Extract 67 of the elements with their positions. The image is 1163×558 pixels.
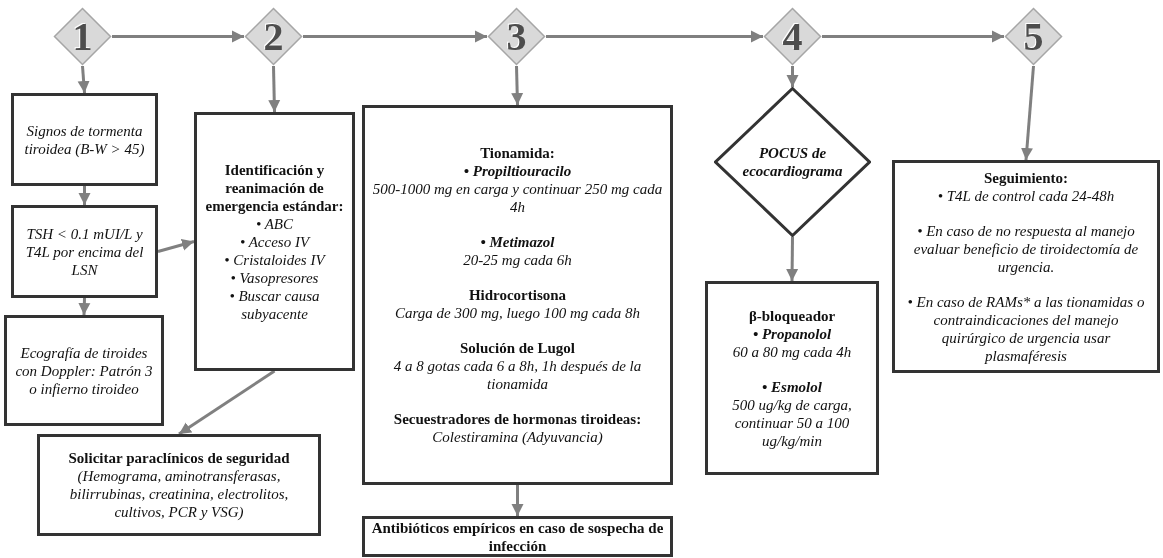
box-heading: Identificación y reanimación de emergencia estándar: <box>204 160 345 215</box>
process-box <box>11 205 158 298</box>
step-diamond <box>244 7 303 66</box>
process-box <box>194 112 355 371</box>
process-box <box>11 93 158 186</box>
process-box <box>37 434 321 536</box>
arrow <box>268 65 281 113</box>
box-text: • Metimazol <box>480 233 555 251</box>
box-text: TSH < 0.1 mUI/L y T4L por encima del LSN <box>24 224 145 279</box>
box-text: Secuestradores de hormonas tiroideas: <box>393 410 642 428</box>
box-text: • Esmolol <box>762 377 822 396</box>
arrow <box>303 30 487 43</box>
box-text: 500-1000 mg en carga y continuar 250 mg cada 4h <box>371 180 664 216</box>
box-text: 60 a 80 mg cada 4h <box>732 342 852 361</box>
box-text: • Vasopresores <box>230 268 319 287</box>
step-number: 3 <box>506 16 527 57</box>
arrow <box>511 65 524 106</box>
box-text: • Propiltiouracilo <box>463 162 572 180</box>
arrow <box>78 186 91 205</box>
step-number: 2 <box>263 16 284 57</box>
box-text: Ecografía de tiroides con Doppler: Patrón 3 o infierno tiroideo <box>14 343 154 398</box>
box-text: Signos de tormenta tiroidea (B-W > 45) <box>23 121 146 158</box>
arrow <box>77 65 90 94</box>
box-text: Hidrocortisona <box>468 286 567 304</box>
box-text: • T4L de control cada 24-48h <box>937 186 1115 205</box>
process-box <box>892 160 1160 373</box>
box-text: 500 ug/kg de carga, continuar 50 a 100 ug/kg/min <box>731 395 853 450</box>
box-heading: Seguimiento: <box>983 168 1069 187</box>
box-text: (Hemograma, aminotransferasas, bilirrubinas, creatinina, electrolitos, cultivos, PCR y VSG) <box>68 467 290 521</box>
box-text: Colestiramina (Adyuvancia) <box>432 428 603 446</box>
box-heading: β-bloqueador <box>748 306 836 325</box>
step-diamond <box>487 7 546 66</box>
arrow <box>511 485 524 516</box>
step-diamond <box>1004 7 1063 66</box>
box-text: • Cristaloides IV <box>224 250 325 269</box>
box-text: POCUS de ecocardiograma <box>741 144 844 180</box>
arrow <box>112 30 244 43</box>
box-text: • Buscar causa subyacente <box>228 286 321 323</box>
arrow <box>786 66 799 87</box>
box-text: Solución de Lugol <box>459 339 575 357</box>
arrow <box>157 238 195 253</box>
box-heading: Solicitar paraclínicos de seguridad <box>68 449 290 467</box>
process-box <box>4 315 164 426</box>
box-text: • ABC <box>255 214 294 233</box>
step-number: 1 <box>72 16 93 57</box>
box-heading: Tionamida: <box>480 144 555 162</box>
arrow <box>822 30 1004 43</box>
arrow <box>1020 65 1035 161</box>
arrow <box>546 30 763 43</box>
box-text: • Propanolol <box>752 324 832 343</box>
box-text: • Acceso IV <box>239 232 310 251</box>
process-box <box>705 281 879 475</box>
step-diamond <box>53 7 112 66</box>
arrow <box>78 297 91 316</box>
process-box <box>362 105 673 485</box>
box-text: • En caso de RAMs* a las tionamidas o contraindicaciones del manejo quirúrgico de urgencia usar plasmaféresis <box>906 292 1146 365</box>
step-number: 4 <box>782 16 803 57</box>
box-text: Carga de 300 mg, luego 100 mg cada 8h <box>395 304 640 322</box>
step-diamond <box>763 7 822 66</box>
step-number: 5 <box>1023 16 1044 57</box>
box-text: • En caso de no respuesta al manejo evaluar beneficio de tiroidectomía de urgencia. <box>912 221 1140 276</box>
box-text: 20-25 mg cada 6h <box>463 251 572 269</box>
decision-diamond <box>714 87 871 237</box>
box-text: Antibióticos empíricos en caso de sospecha de infección <box>371 518 664 555</box>
arrow <box>786 237 799 281</box>
arrow <box>178 369 276 436</box>
box-text: 4 a 8 gotas cada 6 a 8h, 1h después de la tionamida <box>392 357 643 393</box>
